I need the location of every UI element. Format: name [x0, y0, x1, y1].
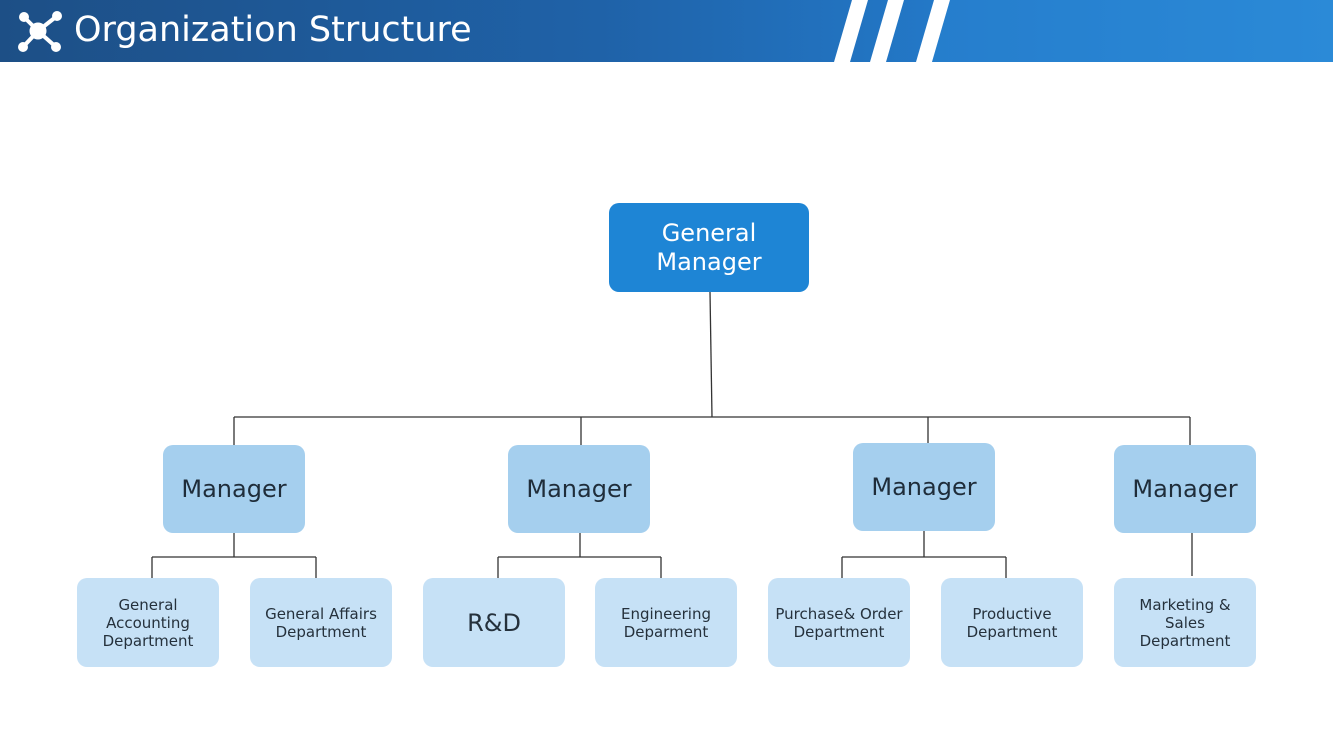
manager-box-1: Manager: [163, 445, 305, 533]
department-label: Marketing & Sales Department: [1139, 595, 1231, 650]
department-box-engineering: Engineering Deparment: [595, 578, 737, 667]
network-icon: [18, 11, 62, 52]
department-label: General Accounting Department: [102, 595, 194, 650]
department-box-marketing-sales: Marketing & Sales Department: [1114, 578, 1256, 667]
department-label: Productive Department: [966, 604, 1058, 641]
manager-box-2: Manager: [508, 445, 650, 533]
department-box-rnd: R&D: [423, 578, 565, 667]
department-box-purchase-order: Purchase& Order Department: [768, 578, 910, 667]
manager-label: Manager: [871, 473, 977, 501]
department-label: General Affairs Department: [265, 604, 377, 641]
general-manager-box: General Manager: [609, 203, 809, 292]
decorative-stripes: [834, 0, 1333, 62]
department-box-general-accounting: General Accounting Department: [77, 578, 219, 667]
department-label: Engineering Deparment: [621, 604, 711, 641]
page-title: Organization Structure: [74, 10, 472, 50]
department-box-general-affairs: General Affairs Department: [250, 578, 392, 667]
manager-box-4: Manager: [1114, 445, 1256, 533]
manager-box-3: Manager: [853, 443, 995, 531]
manager-label: Manager: [526, 475, 632, 503]
department-label: R&D: [467, 608, 521, 637]
general-manager-label: General Manager: [656, 218, 762, 276]
manager-label: Manager: [181, 475, 287, 503]
header-banner: Organization Structure: [0, 0, 1333, 62]
department-box-productive: Productive Department: [941, 578, 1083, 667]
department-label: Purchase& Order Department: [775, 604, 903, 641]
manager-label: Manager: [1132, 475, 1238, 503]
